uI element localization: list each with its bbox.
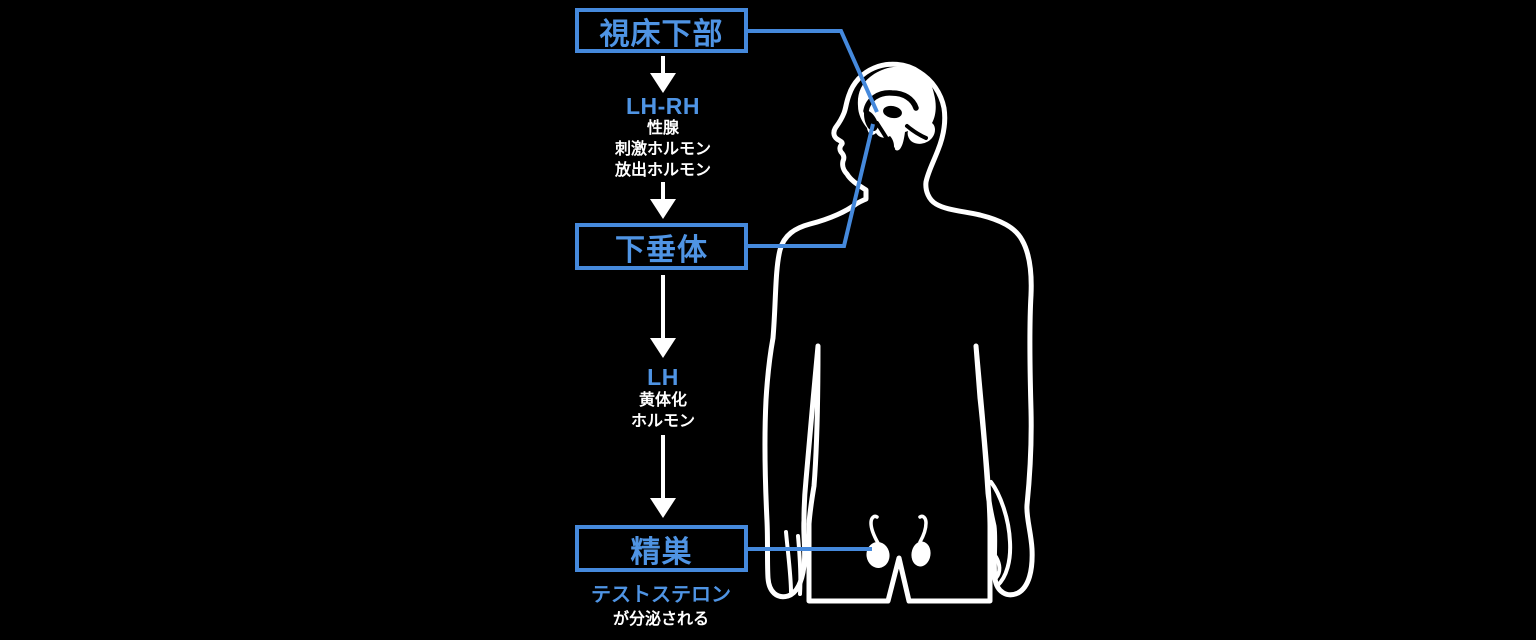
arrow-head-icon bbox=[650, 338, 676, 358]
right-hand-thumb-curl bbox=[994, 555, 1002, 580]
left-hand-finger-line bbox=[784, 530, 793, 594]
hormone-lhrh-desc-line-1: 性腺 bbox=[646, 120, 679, 137]
cerebellum-notch-line bbox=[905, 124, 928, 140]
left-hand-finger-line-2 bbox=[796, 534, 803, 596]
node-pituitary: 下垂体 bbox=[575, 223, 748, 270]
arrow-head-icon bbox=[650, 73, 676, 93]
result-suffix-label: が分泌される bbox=[612, 611, 709, 628]
thalamus-shape bbox=[883, 105, 902, 119]
corpus-callosum-line bbox=[863, 90, 919, 114]
hormone-lhrh-description: 性腺 刺激ホルモン 放出ホルモン bbox=[563, 118, 763, 181]
arrow-stem bbox=[661, 56, 665, 73]
arrow-stem bbox=[661, 275, 665, 338]
flow-arrow-3 bbox=[650, 275, 676, 358]
hand-detail-lines bbox=[784, 480, 1013, 596]
result-hormone-label: テストステロン bbox=[591, 584, 731, 606]
hormone-lhrh-desc-line-3: 放出ホルモン bbox=[614, 162, 711, 179]
hormone-lhrh-abbr: LH-RH bbox=[625, 93, 701, 119]
left-testis-duct-line bbox=[869, 514, 880, 545]
arrow-stem bbox=[661, 182, 665, 199]
right-testis-duct-line bbox=[918, 514, 928, 544]
hormone-lhrh-desc-line-2: 刺激ホルモン bbox=[614, 141, 711, 158]
right-testis-shape bbox=[911, 541, 931, 567]
right-hand-thumb-line bbox=[989, 480, 1013, 588]
hormone-lh-description: 黄体化 ホルモン bbox=[563, 390, 763, 432]
node-testis: 精巣 bbox=[575, 525, 748, 572]
hypothalamus-pointer-line bbox=[748, 29, 879, 113]
arrow-head-icon bbox=[650, 498, 676, 518]
pituitary-pointer-line bbox=[748, 123, 875, 248]
node-testis-label: 精巣 bbox=[630, 535, 693, 569]
node-hypothalamus: 視床下部 bbox=[575, 8, 748, 53]
node-pituitary-label: 下垂体 bbox=[615, 233, 708, 267]
brainstem-line bbox=[875, 121, 895, 151]
node-hypothalamus-label: 視床下部 bbox=[599, 17, 724, 51]
arrow-head-icon bbox=[650, 199, 676, 219]
flow-arrow-1 bbox=[650, 56, 676, 93]
flow-arrow-4 bbox=[650, 435, 676, 518]
hormone-lh-desc-line-1: 黄体化 bbox=[638, 392, 687, 409]
testes-illustration bbox=[866, 514, 931, 568]
hormone-lh-abbr: LH bbox=[647, 364, 679, 390]
arrow-stem bbox=[661, 435, 665, 498]
connector-lines bbox=[748, 29, 879, 551]
left-testis-shape bbox=[866, 542, 890, 568]
brain-illustration bbox=[857, 66, 936, 151]
hormone-lh-desc-line-2: ホルモン bbox=[630, 413, 695, 430]
flow-arrow-2 bbox=[650, 182, 676, 219]
